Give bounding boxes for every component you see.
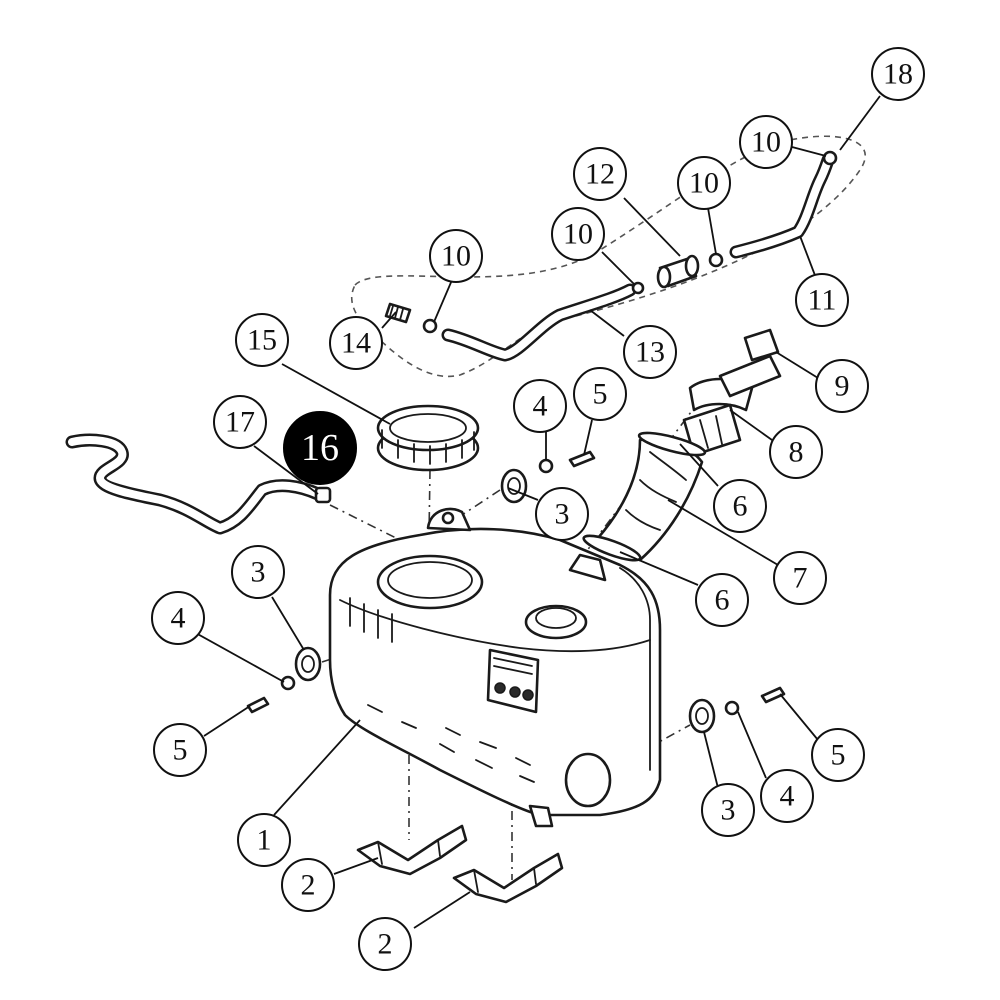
callout-7: 7 [773, 551, 827, 605]
callout-15: 15 [235, 313, 289, 367]
svg-text:11: 11 [808, 284, 837, 317]
grommet-right [688, 698, 716, 734]
mounting-bracket-1 [356, 824, 468, 876]
svg-text:4: 4 [780, 780, 795, 813]
callout-6-lower: 6 [695, 573, 749, 627]
washer-right [724, 700, 740, 716]
svg-text:18: 18 [883, 58, 913, 91]
washer-left [280, 675, 296, 691]
callout-9: 9 [815, 359, 869, 413]
grommet-top [500, 468, 528, 504]
svg-text:10: 10 [751, 126, 781, 159]
svg-text:5: 5 [173, 734, 188, 767]
callout-18: 18 [871, 47, 925, 101]
callout-10-mid: 10 [551, 207, 605, 261]
callout-2-lower: 2 [358, 917, 412, 971]
callout-3-top: 3 [535, 487, 589, 541]
callout-2-upper: 2 [281, 858, 335, 912]
callout-4-top: 4 [513, 379, 567, 433]
svg-text:14: 14 [341, 327, 371, 360]
callout-4-left: 4 [151, 591, 205, 645]
svg-text:17: 17 [225, 406, 255, 439]
svg-text:13: 13 [635, 336, 665, 369]
filler-neck-and-cap [682, 328, 782, 457]
callout-10-left: 10 [429, 229, 483, 283]
hose-assembly-outline [350, 135, 867, 378]
callout-14: 14 [329, 316, 383, 370]
svg-text:5: 5 [831, 739, 846, 772]
callout-5-top: 5 [573, 367, 627, 421]
svg-text:3: 3 [251, 556, 266, 589]
callout-1: 1 [237, 813, 291, 867]
callout-3-right: 3 [701, 783, 755, 837]
bolt-right [760, 686, 786, 704]
bolt-left [246, 696, 270, 714]
svg-text:10: 10 [441, 240, 471, 273]
filler-hose [582, 431, 707, 562]
breather-tube [65, 433, 332, 535]
callout-11: 11 [795, 273, 849, 327]
svg-text:4: 4 [533, 390, 548, 423]
svg-text:3: 3 [555, 498, 570, 531]
svg-text:6: 6 [733, 490, 748, 523]
svg-text:9: 9 [835, 370, 850, 403]
svg-text:16: 16 [301, 427, 339, 469]
svg-text:6: 6 [715, 584, 730, 617]
callout-17: 17 [213, 395, 267, 449]
callout-4-right: 4 [760, 769, 814, 823]
callout-10-far: 10 [739, 115, 793, 169]
svg-text:3: 3 [721, 794, 736, 827]
oil-tank-body [328, 507, 662, 828]
svg-text:2: 2 [301, 869, 316, 902]
callout-3-left: 3 [231, 545, 285, 599]
svg-text:2: 2 [378, 928, 393, 961]
callout-6-upper: 6 [713, 479, 767, 533]
bolt-top [568, 450, 596, 468]
callout-16-highlighted: 16 [283, 411, 357, 485]
svg-text:1: 1 [257, 824, 272, 857]
locking-ring [376, 404, 480, 472]
svg-text:12: 12 [585, 158, 615, 191]
grommet-left [294, 646, 322, 682]
callout-5-left: 5 [153, 723, 207, 777]
callout-13: 13 [623, 325, 677, 379]
hose-assembly [384, 150, 838, 362]
washer-top [538, 458, 554, 474]
mounting-bracket-2 [452, 852, 564, 904]
svg-text:7: 7 [793, 562, 808, 595]
svg-text:15: 15 [247, 324, 277, 357]
callout-8: 8 [769, 425, 823, 479]
callout-12: 12 [573, 147, 627, 201]
svg-text:5: 5 [593, 378, 608, 411]
svg-text:10: 10 [563, 218, 593, 251]
svg-text:10: 10 [689, 167, 719, 200]
leader-lines [193, 95, 881, 929]
callout-5-right: 5 [811, 728, 865, 782]
svg-text:8: 8 [789, 436, 804, 469]
callout-10-right: 10 [677, 156, 731, 210]
svg-text:4: 4 [171, 602, 186, 635]
